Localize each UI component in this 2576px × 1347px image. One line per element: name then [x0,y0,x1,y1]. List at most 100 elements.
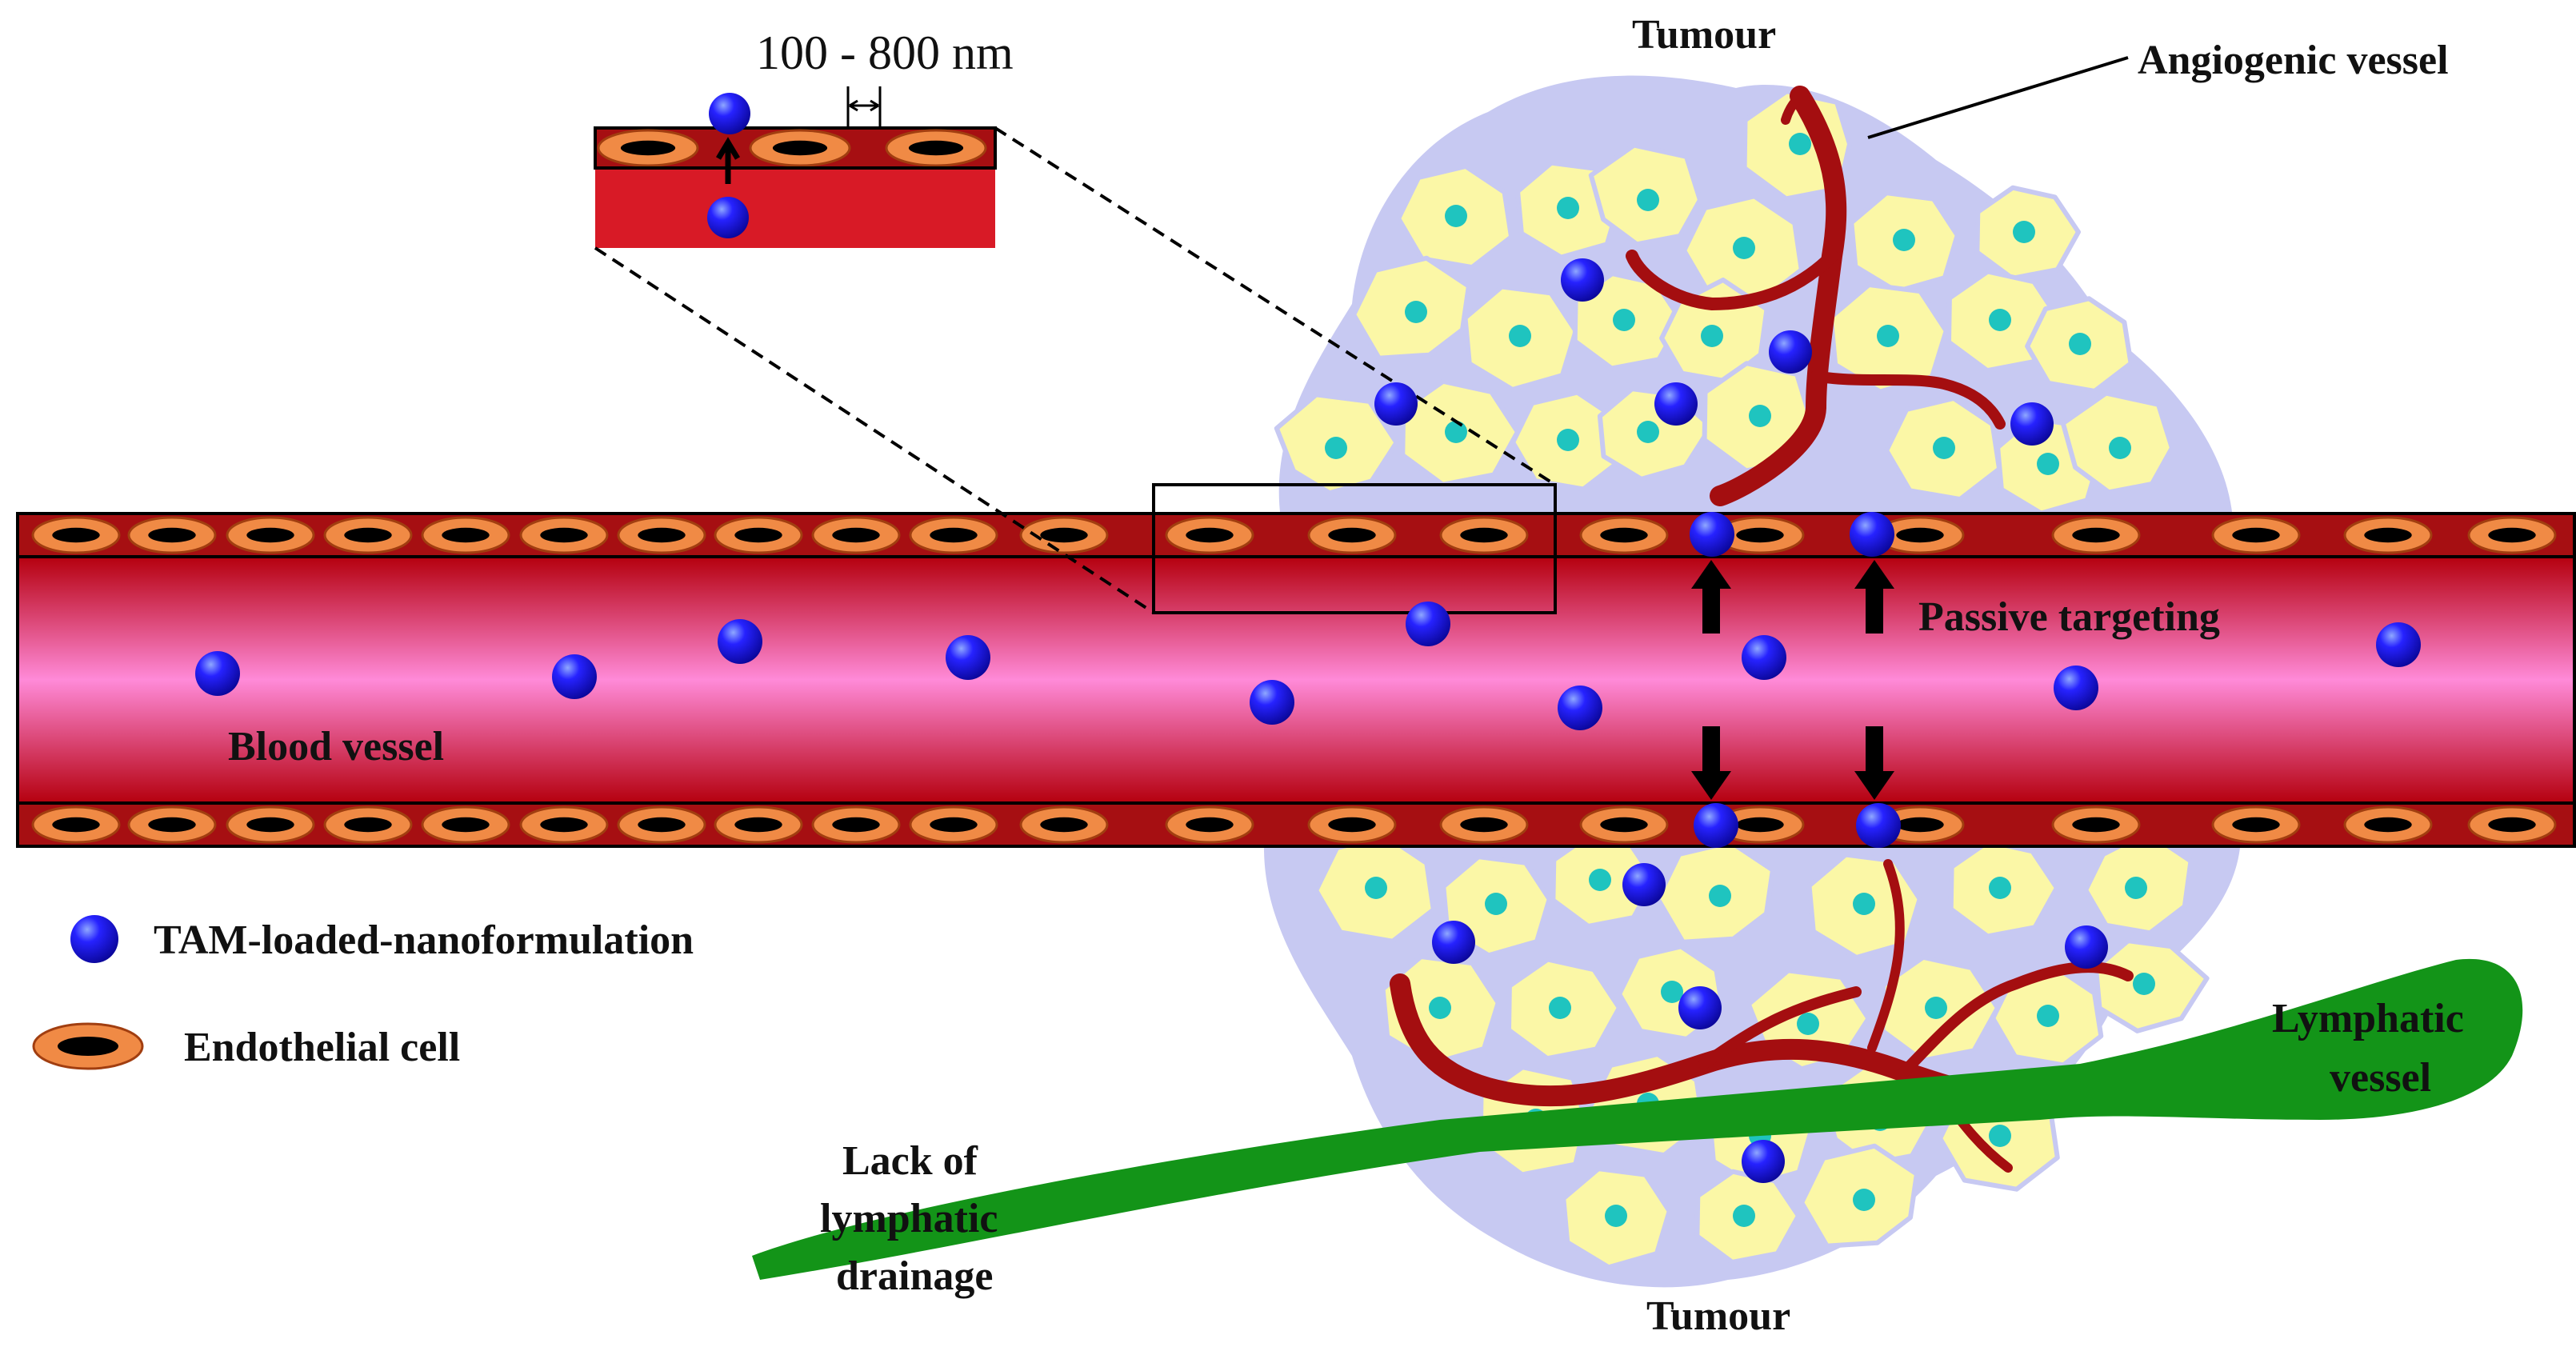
inset-endothelial-row [597,129,987,167]
tumour-cell [2060,390,2174,495]
targeting-arrows [1691,560,1894,800]
nanoparticle-icon [552,654,597,699]
endothelial-cell-icon [617,516,706,554]
nanoparticle-icon [1742,635,1786,680]
endothelial-cell-icon [1165,516,1254,554]
nanoparticle-icon [2065,925,2108,969]
endothelial-cell-icon [1579,516,1669,554]
endothelial-cell-icon [597,129,699,167]
endothelial-cell-icon [127,805,217,844]
tumour-bottom-label: Tumour [1646,1293,1790,1339]
lack-drainage-label-3: drainage [836,1253,993,1299]
endothelial-cell-icon [1579,805,1669,844]
nanoparticle-icon [2054,666,2098,710]
tumour-cell [1314,833,1436,944]
endothelial-cell-icon [323,805,413,844]
tumour-cell [1400,378,1520,487]
zoom-line-top [994,126,1557,486]
nanoparticle-icon [1250,680,1294,725]
endothelial-cell-icon [909,805,998,844]
nanoparticle-icon [1690,512,1734,557]
up-arrow-icon [1691,560,1731,634]
vessel-lumen [16,555,2576,805]
legend-nanoparticle-icon [70,915,118,963]
lack-drainage-label-2: lymphatic [820,1196,998,1241]
endothelial-cell-icon [421,805,510,844]
endothelial-cell-icon [519,805,609,844]
endothelial-cell-icon [749,129,851,167]
tumour-cell [1990,965,2104,1068]
tumour-cell [1588,142,1702,247]
endothelial-cell-icon [1019,516,1109,554]
size-range-label: 100 - 800 nm [756,26,1014,79]
nanoparticle-icon [1850,512,1894,557]
tumour-cell [1799,1143,1919,1249]
legend-endothelial-label: Endothelial cell [184,1025,460,1070]
legend: TAM-loaded-nanoformulation Endothelial c… [32,915,694,1070]
endothelial-cell-icon [1307,516,1397,554]
lymphatic-vessel-label-2: vessel [2330,1055,2431,1101]
endothelial-cell-icon [2343,516,2433,554]
endothelial-cell-icon [226,516,315,554]
endothelial-cell-icon [909,516,998,554]
endothelial-cell-icon [421,516,510,554]
blood-vessel-label: Blood vessel [228,724,444,769]
nanoparticle-icon [195,651,240,696]
tumour-cell [1351,255,1471,361]
angiogenic-vessel-label: Angiogenic vessel [2138,38,2449,83]
tumour-cell [2083,829,2194,936]
tumour-background-lower [1264,848,2240,1288]
tumour-cell [1462,284,1578,392]
tumour-cell [1828,282,1949,394]
nanoparticle-icon [1622,863,1666,906]
tumour-cell [1655,839,1775,945]
endothelial-cell-icon [2211,516,2301,554]
zoom-source-box [1152,483,1557,614]
endothelial-cell-icon [2051,516,2141,554]
nanoparticle-icon [1374,382,1418,426]
endothelial-cell-icon [811,805,901,844]
endothelial-cell-icon [31,516,121,554]
nanoparticle-icon [1678,986,1722,1029]
tumour-cell [2093,938,2210,1033]
endothelial-cell-icon [1715,805,1805,844]
nanoparticle-icon [2010,402,2054,446]
endothelial-cell-icon [714,516,803,554]
endothelial-cell-icon [1019,805,1109,844]
endothelial-cell-icon [2051,805,2141,844]
blood-vessel [16,512,2576,848]
inset-lumen [595,168,995,248]
tumour-cell [1884,396,2002,502]
tumour-cell [1572,271,1683,371]
tumour-cell [1396,164,1514,270]
legend-nanoparticle-label: TAM-loaded-nanoformulation [154,917,694,963]
endothelial-cell-icon [1439,805,1529,844]
endothelial-cell-icon [2211,805,2301,844]
angiogenic-vessel-top [1626,86,2006,506]
nanoparticle-icon [1406,602,1450,646]
zoom-inset: 100 - 800 nm [594,26,1557,614]
up-arrow-icon [1854,560,1894,634]
endothelial-cell-icon [31,805,121,844]
endothelial-cell-icon [617,805,706,844]
tumour-cell [1274,392,1399,496]
zoom-line-bottom [594,246,1155,614]
nanoparticle-icon [1558,685,1602,730]
endothelial-cell-icon [226,805,315,844]
endothelial-cell-icon [1165,805,1254,844]
down-arrow-icon [1854,726,1894,800]
nanoparticle-icon [1769,330,1812,374]
endothelial-cell-icon [519,516,609,554]
angiogenic-leader-line [1867,56,2129,139]
endothelial-cell-icon [885,129,987,167]
nanoparticle-icon [1694,803,1738,848]
nanoparticles [195,93,2421,1183]
endothelial-cell-icon [2343,805,2433,844]
tumour-mass [1264,75,2240,1288]
passive-targeting-label: Passive targeting [1918,594,2220,640]
gap-arrow-icon [849,99,879,112]
nanoparticle-icon [707,197,749,238]
nanoparticle-icon [1654,382,1698,426]
tumour-top-label: Tumour [1632,12,1776,58]
